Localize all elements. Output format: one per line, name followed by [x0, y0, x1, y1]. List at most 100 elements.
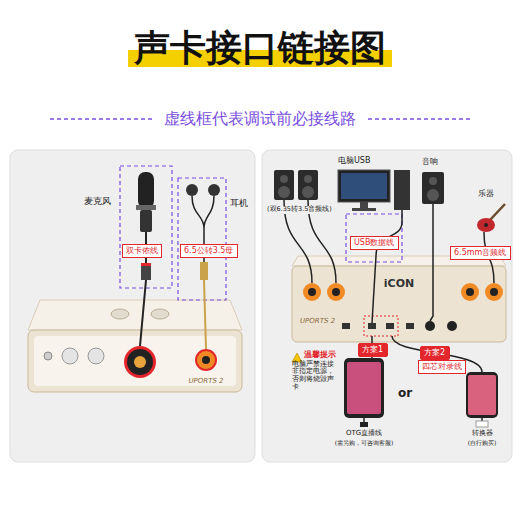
sound-card [461, 283, 479, 301]
phone [466, 372, 498, 418]
sound-card [485, 283, 503, 301]
microphone [141, 263, 151, 266]
tag-text: 方案1 [362, 345, 384, 354]
subtitle: 虚线框代表调试前必接线路 [164, 109, 356, 128]
earphone [204, 280, 206, 349]
sound-card [342, 323, 350, 329]
microphone [141, 266, 151, 280]
option-word: or [398, 386, 412, 400]
tag-text: 6.5公转3.5母 [184, 246, 234, 255]
warning-note: 温馨提示电脑严禁连接非指定电源，否则将烧毁声卡 [292, 350, 340, 394]
sound-card [28, 300, 242, 392]
option-badge: 方案1 [358, 343, 388, 357]
panel [10, 150, 512, 462]
part-label: 耳机 [230, 198, 248, 209]
sound-card [327, 283, 345, 301]
tag-text: 四芯对录线 [422, 362, 462, 371]
tag-text: USB数据线 [354, 238, 395, 247]
phone [360, 422, 368, 427]
sound-card [490, 288, 498, 296]
speaker [274, 170, 444, 204]
earphone [200, 262, 208, 280]
cable-tag: USB数据线 [350, 236, 399, 250]
earphone [186, 184, 198, 196]
tag-text: 6.5mm音频线 [454, 248, 507, 257]
sound-card [303, 283, 321, 301]
phone [468, 375, 496, 415]
part-label: 乐器 [478, 189, 494, 199]
speaker [302, 186, 314, 198]
speaker [280, 175, 288, 183]
phone [344, 358, 384, 418]
speaker [427, 189, 439, 201]
sound-card [364, 316, 398, 336]
part-label: 麦克风 [84, 196, 111, 207]
computer [338, 170, 390, 202]
phone [344, 358, 498, 427]
computer [352, 208, 376, 211]
sound-card [88, 348, 104, 364]
sound-card [151, 309, 169, 319]
cable-note: (双6.35转3.5音频线) [266, 206, 333, 214]
tag-text: 方案2 [424, 348, 446, 357]
sound-card [134, 356, 146, 368]
phone [347, 362, 381, 414]
accessory-note: (需另购，可咨询客服) [335, 439, 394, 446]
computer [360, 202, 368, 208]
model-name: UPORTS 2 [300, 317, 335, 325]
part-label: 音响 [422, 157, 438, 167]
microphone [120, 166, 172, 288]
guitar [477, 218, 495, 232]
microphone [138, 172, 154, 208]
part-label: 电脑USB [338, 156, 370, 166]
sound-card [111, 309, 129, 319]
speaker [422, 172, 444, 204]
cable [372, 210, 402, 323]
computer [338, 170, 410, 211]
sound-card [292, 256, 506, 342]
sound-card [124, 346, 156, 378]
sound-card [195, 349, 217, 371]
cable-tag: 6.5mm音频线 [450, 246, 511, 260]
cable-tag: 四芯对录线 [418, 360, 466, 374]
sound-card [127, 349, 153, 375]
sound-card [447, 321, 457, 331]
model-name: UPORTS 2 [188, 377, 223, 385]
option-badge: 方案2 [420, 346, 450, 360]
panel [10, 150, 255, 462]
earphone [178, 178, 226, 300]
computer [341, 173, 387, 199]
speaker [304, 175, 312, 183]
guitar [484, 223, 488, 227]
tag-text: 双卡侬线 [126, 246, 158, 255]
accessory-label: OTG直播线 [346, 429, 382, 437]
speaker [274, 170, 294, 200]
sound-card [308, 288, 316, 296]
speaker [298, 170, 318, 200]
phone [363, 418, 365, 422]
accessory-note: (自行购买) [468, 439, 497, 446]
sound-card [28, 330, 242, 392]
earphone [208, 184, 220, 196]
microphone [140, 210, 152, 232]
sound-card [292, 266, 506, 342]
brand-logo: iCON [384, 277, 414, 290]
cable [430, 204, 433, 321]
sound-card [332, 288, 340, 296]
note-body: 电脑严禁连接非指定电源，否则将烧毁声卡 [292, 361, 340, 392]
cable [284, 200, 494, 372]
cable-tag: 双卡侬线 [122, 244, 162, 258]
earphone [178, 178, 226, 349]
panel [262, 150, 512, 462]
phone [476, 421, 488, 427]
subtitle-dashes [368, 118, 470, 120]
sound-card [197, 351, 215, 369]
sound-card [62, 348, 78, 364]
cable-tag: 6.5公转3.5母 [180, 244, 238, 258]
computer [394, 170, 410, 210]
sound-card [44, 352, 52, 360]
guitar [477, 204, 505, 232]
